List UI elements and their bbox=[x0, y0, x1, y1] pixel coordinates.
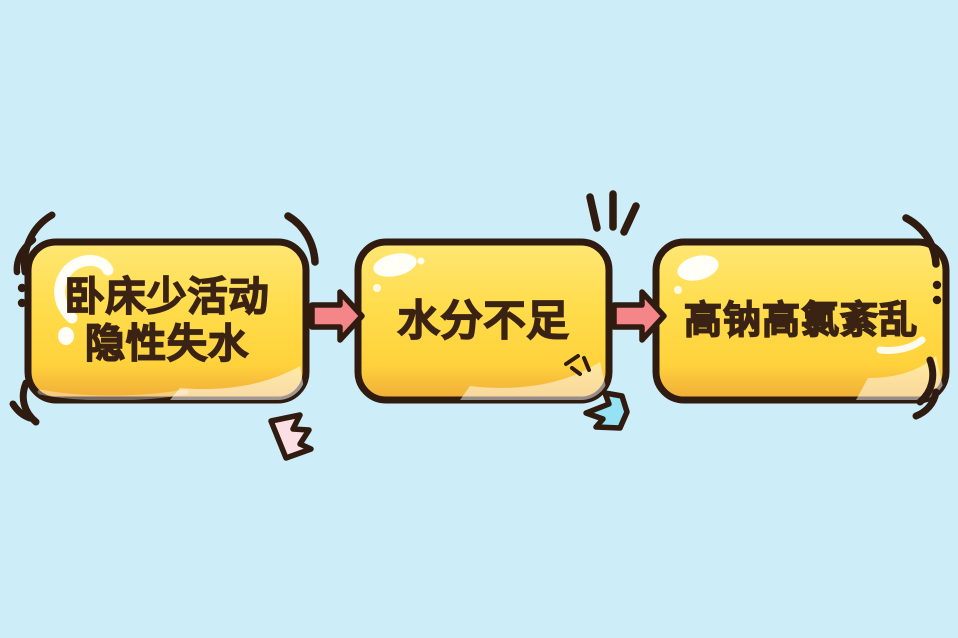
step-box-3-gloss bbox=[674, 255, 946, 400]
doodle-arcs-bottom-left bbox=[9, 379, 40, 426]
cursor-pointer-icon bbox=[268, 412, 314, 461]
right-arrow-icon bbox=[611, 289, 667, 343]
connector-arrow-1 bbox=[309, 289, 365, 343]
step-box-1-gloss bbox=[37, 254, 306, 400]
doodle-impact-lines bbox=[586, 190, 640, 236]
doodle-arc-dots-top-right bbox=[902, 214, 942, 305]
step-box-2[interactable] bbox=[354, 238, 613, 404]
right-arrow-icon bbox=[309, 289, 365, 343]
step-box-1[interactable] bbox=[24, 238, 310, 404]
doodle-cursor-pink bbox=[268, 412, 314, 461]
step-box-2-gloss bbox=[373, 253, 609, 400]
step-box-1-shape bbox=[24, 238, 310, 404]
doodle-arc-top-right bbox=[284, 212, 319, 266]
cursor-pointer-icon bbox=[583, 390, 630, 431]
connector-arrow-2 bbox=[611, 289, 667, 343]
doodle-arcs-bottom-right bbox=[912, 356, 940, 420]
step-box-3[interactable] bbox=[652, 238, 950, 404]
doodle-dots-top-left bbox=[17, 283, 27, 308]
doodle-arcs-top-left bbox=[13, 211, 56, 276]
doodle-cursor-cyan bbox=[583, 390, 630, 431]
doodle-sparkle bbox=[564, 354, 591, 376]
